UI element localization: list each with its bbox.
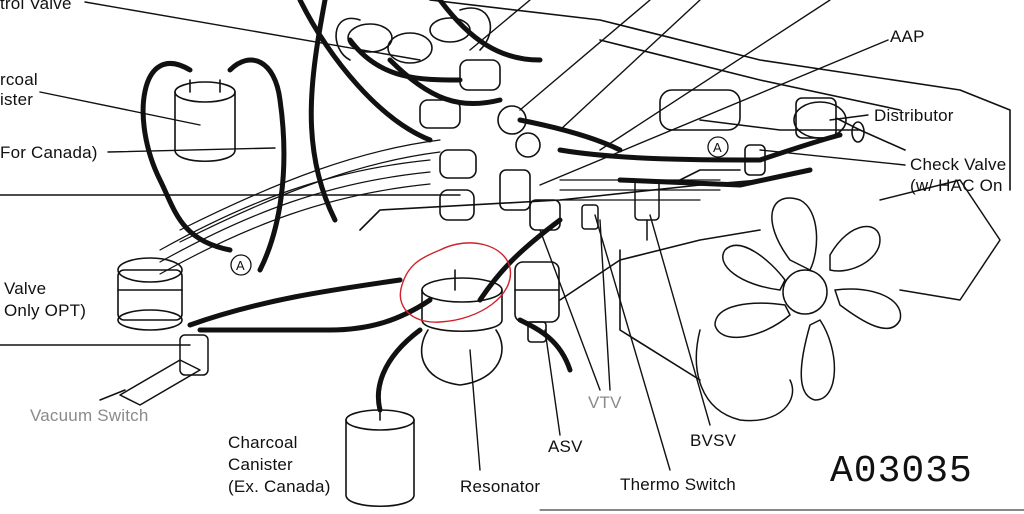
a-markers: [230, 136, 729, 276]
label-control-valve: trol Valve: [0, 0, 72, 13]
label-distributor: Distributor: [874, 106, 954, 125]
label-vacuum-switch: Vacuum Switch: [30, 406, 149, 425]
label-asv: ASV: [548, 437, 583, 456]
leader-lines: [0, 0, 906, 471]
label-thermo-switch: Thermo Switch: [620, 475, 736, 494]
charcoal-canister-bottom: [345, 399, 415, 508]
label-for-canada: For Canada): [0, 143, 98, 162]
cooling-fan: [695, 179, 1001, 422]
label-bvsv: BVSV: [690, 431, 737, 450]
a-marker-label-2: A: [713, 140, 722, 155]
vacuum-hoses: [140, 0, 843, 413]
engine-block: [359, 0, 1011, 381]
label-check-valve: Check Valve (w/ HAC On: [910, 155, 1007, 195]
label-vtv: VTV: [588, 393, 622, 412]
label-valve-opt: Valve Only OPT): [4, 279, 87, 320]
diagram-code: A03035: [830, 450, 973, 493]
label-resonator: Resonator: [460, 477, 541, 496]
highlight-circle: [399, 242, 512, 323]
thermo-switch: [581, 179, 660, 241]
asv: [514, 261, 560, 343]
label-charcoal-canister-top: rcoal ister: [0, 70, 38, 109]
charcoal-canister-top: [174, 79, 236, 163]
resonator: [420, 269, 503, 386]
hose-bundle: [159, 139, 721, 275]
label-charcoal-canister-bottom: Charcoal Canister (Ex. Canada): [228, 433, 331, 496]
valve-opt: [117, 257, 183, 331]
a-marker-label: A: [236, 258, 245, 273]
check-valve: [744, 144, 766, 176]
label-aap: AAP: [890, 27, 925, 46]
vacuum-switch: [99, 334, 209, 406]
distributor: [793, 97, 865, 143]
